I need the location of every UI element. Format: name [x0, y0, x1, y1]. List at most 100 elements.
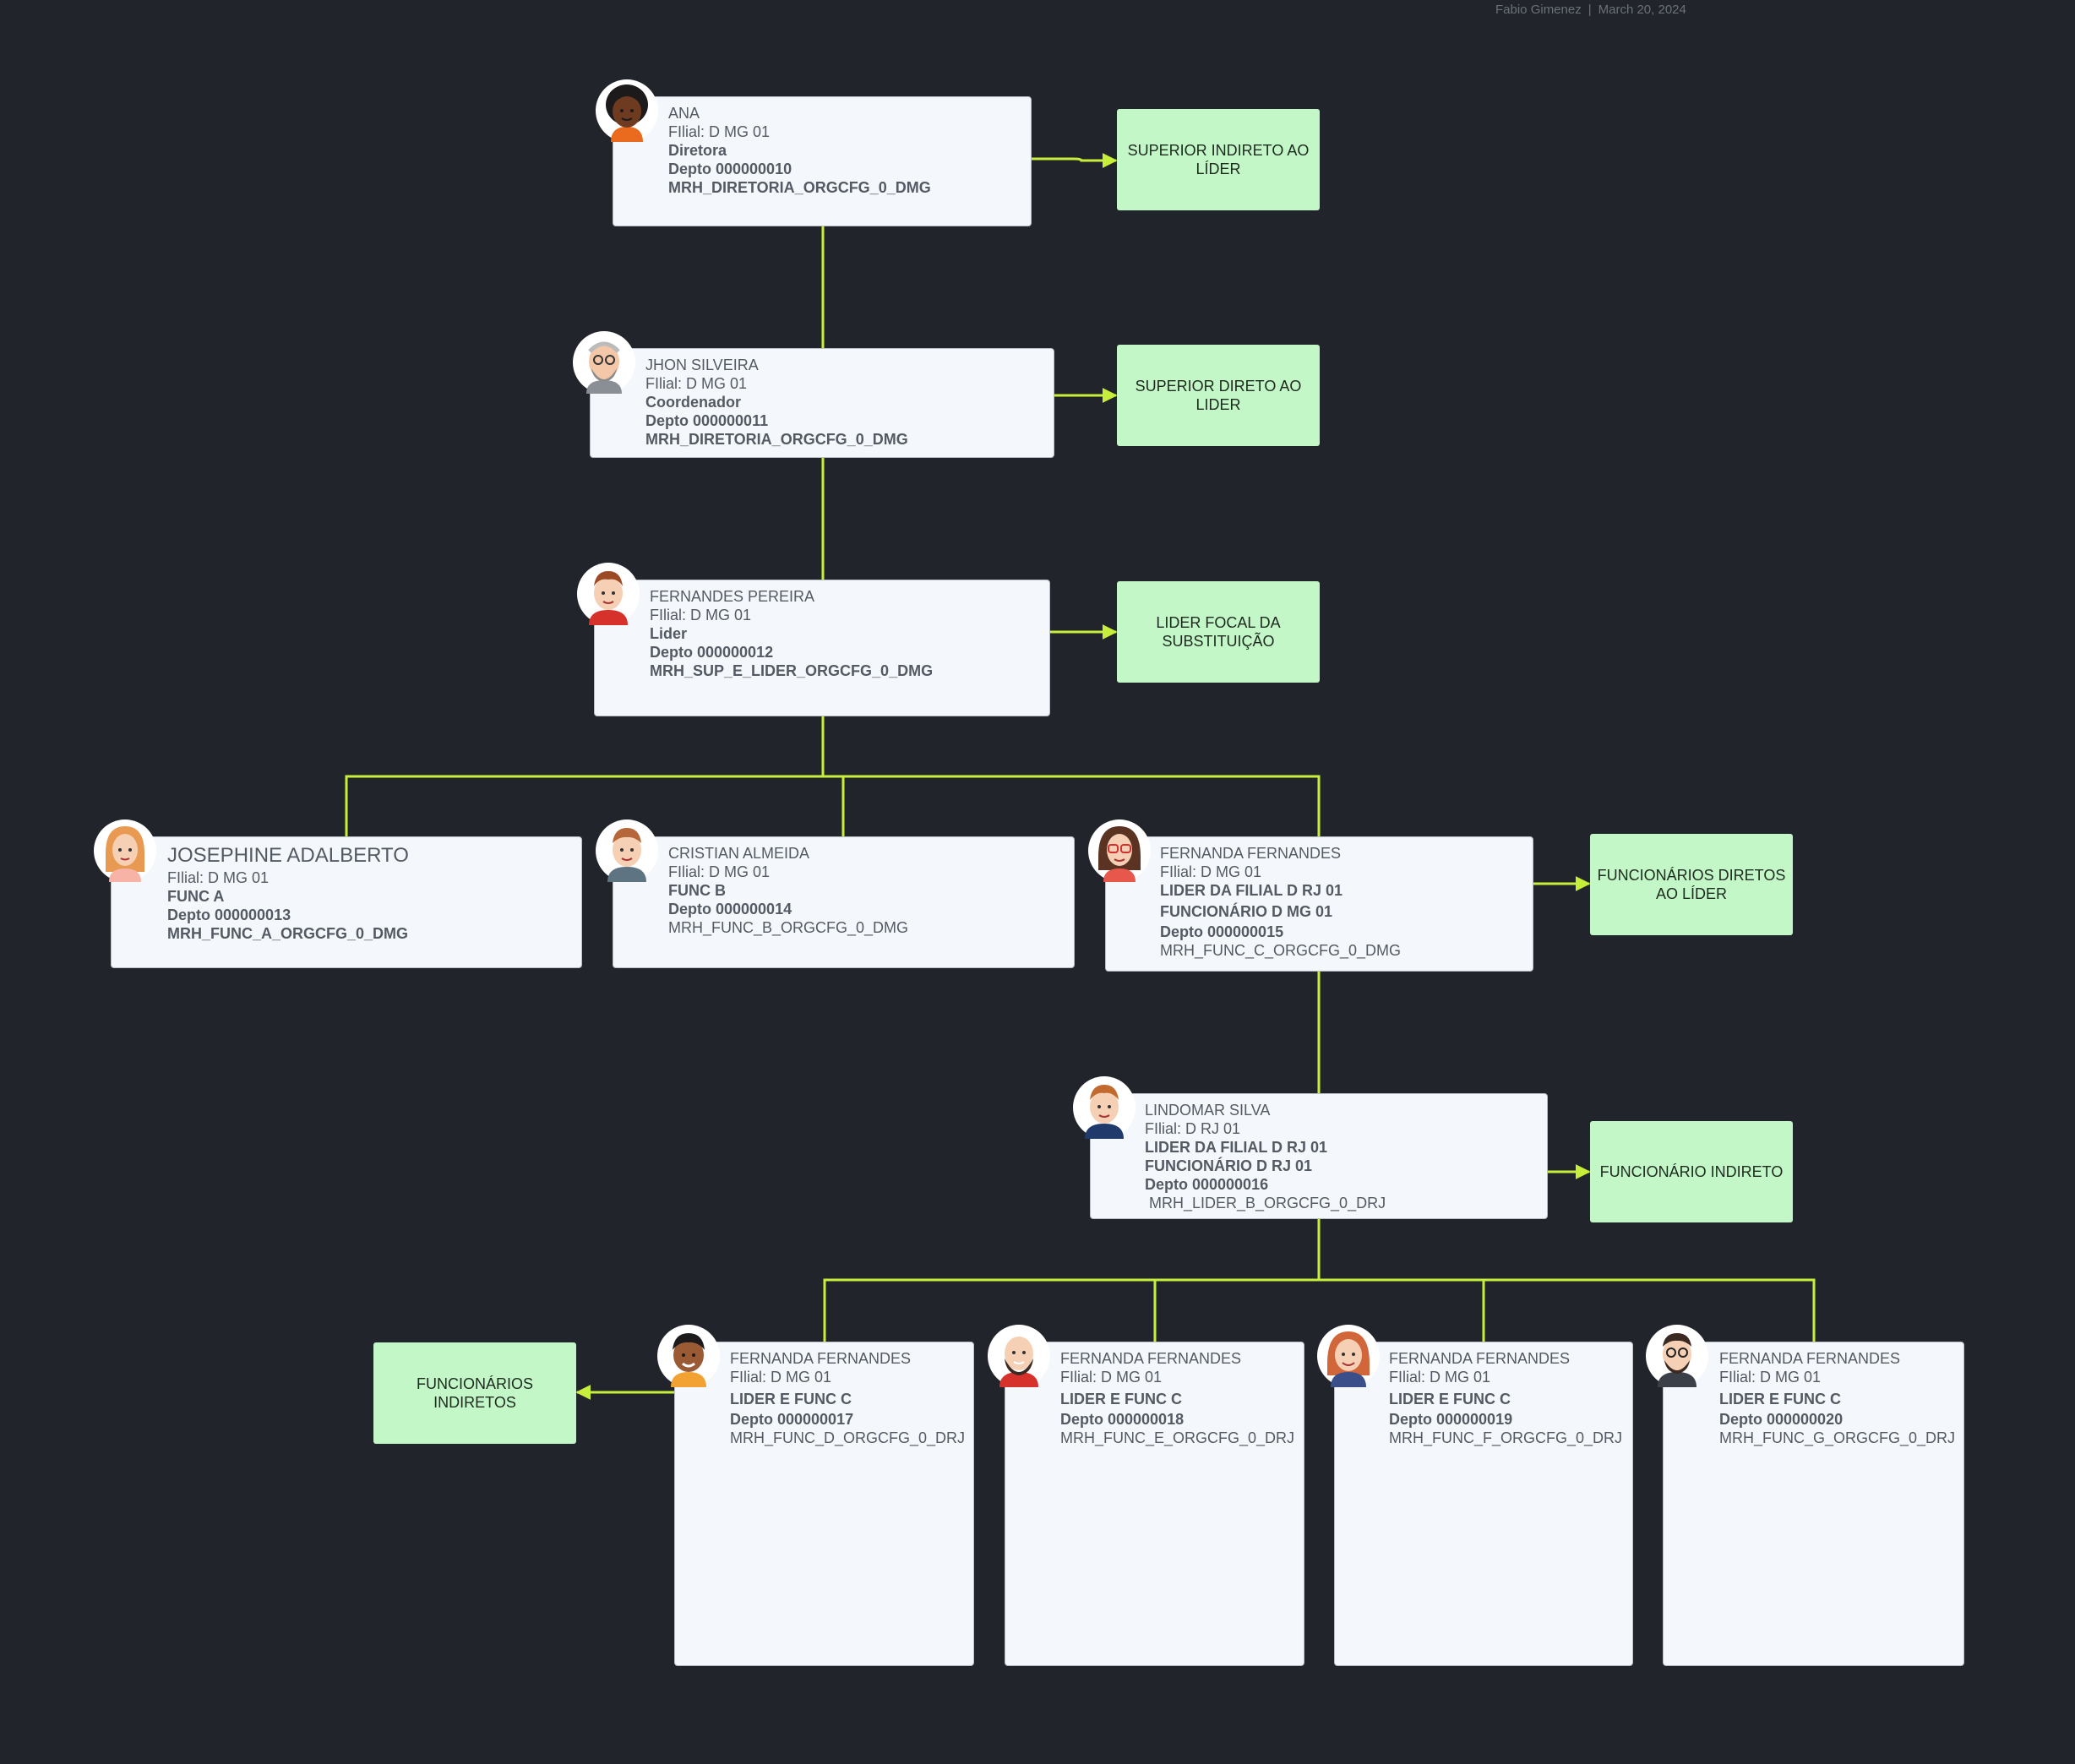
- card-jhon-silveira[interactable]: JHON SILVEIRA FIlial: D MG 01 Coordenado…: [590, 348, 1054, 458]
- avatar-josephine-adalberto: [94, 819, 156, 882]
- employee-role: LIDER E FUNC C: [730, 1391, 852, 1407]
- avatar-fernanda-fernandes-g: [1646, 1325, 1708, 1387]
- card-fernanda-fernandes-f[interactable]: FERNANDA FERNANDES FIlial: D MG 01 LIDER…: [1334, 1342, 1633, 1666]
- employee-depto: Depto 000000020: [1719, 1411, 1844, 1428]
- employee-name: FERNANDA FERNANDES: [1719, 1350, 1901, 1367]
- avatar-fernanda-fernandes-d: [657, 1325, 720, 1387]
- employee-name: ANA: [668, 105, 700, 122]
- employee-role: LIDER E FUNC C: [1719, 1391, 1841, 1407]
- note-lider-focal[interactable]: LIDER FOCAL DA SUBSTITUIÇÃO: [1117, 581, 1320, 683]
- employee-role: FUNC A: [167, 888, 225, 905]
- note-funcionarios-indiretos[interactable]: FUNCIONÁRIOS INDIRETOS: [373, 1342, 576, 1444]
- employee-orgcfg: MRH_FUNC_C_ORGCFG_0_DMG: [1160, 942, 1402, 959]
- employee-orgcfg: MRH_FUNC_F_ORGCFG_0_DRJ: [1389, 1429, 1623, 1446]
- connector-lindomar-team: [823, 1219, 1816, 1342]
- note-superior-direto[interactable]: SUPERIOR DIRETO AO LIDER: [1117, 345, 1320, 446]
- note-funcionario-indireto[interactable]: FUNCIONÁRIO INDIRETO: [1590, 1121, 1793, 1222]
- employee-role: Lider: [650, 625, 688, 642]
- document-date: March 20, 2024: [1598, 3, 1686, 17]
- employee-orgcfg: MRH_FUNC_G_ORGCFG_0_DRJ: [1719, 1429, 1956, 1446]
- employee-orgcfg: MRH_DIRETORIA_ORGCFG_0_DMG: [668, 179, 931, 196]
- employee-filial: FIlial: D MG 01: [645, 375, 748, 392]
- employee-depto: Depto 000000018: [1060, 1411, 1185, 1428]
- employee-orgcfg: MRH_LIDER_B_ORGCFG_0_DRJ: [1145, 1195, 1386, 1211]
- employee-filial: FIlial: D MG 01: [1719, 1369, 1822, 1386]
- card-fernanda-fernandes-c[interactable]: FERNANDA FERNANDES FIlial: D MG 01 LIDER…: [1105, 836, 1533, 972]
- card-fernanda-fernandes-e[interactable]: FERNANDA FERNANDES FIlial: D MG 01 LIDER…: [1005, 1342, 1304, 1666]
- card-cristian-almeida[interactable]: CRISTIAN ALMEIDA FIlial: D MG 01 FUNC B …: [613, 836, 1075, 968]
- card-fernanda-fernandes-g[interactable]: FERNANDA FERNANDES FIlial: D MG 01 LIDER…: [1663, 1342, 1964, 1666]
- card-ana[interactable]: ANA FIlial: D MG 01 Diretora Depto 00000…: [613, 96, 1032, 226]
- employee-role: Diretora: [668, 142, 727, 159]
- employee-name: JHON SILVEIRA: [645, 357, 759, 373]
- employee-filial: FIlial: D MG 01: [1389, 1369, 1491, 1386]
- employee-name: CRISTIAN ALMEIDA: [668, 845, 810, 862]
- employee-orgcfg: MRH_FUNC_A_ORGCFG_0_DMG: [167, 925, 409, 942]
- employee-role: LIDER E FUNC C: [1060, 1391, 1182, 1407]
- employee-depto: Depto 000000011: [645, 412, 769, 429]
- employee-depto: Depto 000000016: [1145, 1176, 1269, 1193]
- note-text: FUNCIONÁRIO INDIRETO: [1599, 1163, 1784, 1180]
- employee-role: FUNC B: [668, 882, 726, 899]
- note-text: FUNCIONÁRIOS DIRETOS AO LÍDER: [1597, 867, 1786, 902]
- note-text: SUPERIOR INDIRETO AO LÍDER: [1127, 142, 1310, 177]
- card-fernanda-fernandes-d[interactable]: FERNANDA FERNANDES FIlial: D MG 01 LIDER…: [674, 1342, 974, 1666]
- employee-filial: FIlial: D RJ 01: [1145, 1120, 1241, 1137]
- employee-filial: FIlial: D MG 01: [1060, 1369, 1163, 1386]
- employee-role-secondary: FUNCIONÁRIO D MG 01: [1160, 903, 1333, 920]
- employee-name: FERNANDA FERNANDES: [1060, 1350, 1242, 1367]
- connector-fernandes-team: [345, 716, 1321, 836]
- employee-role: LIDER DA FILIAL D RJ 01: [1145, 1139, 1328, 1156]
- employee-role: LIDER E FUNC C: [1389, 1391, 1511, 1407]
- avatar-lindomar-silva: [1073, 1076, 1136, 1139]
- avatar-fernanda-fernandes-c: [1088, 819, 1151, 882]
- employee-depto: Depto 000000014: [668, 901, 792, 917]
- employee-filial: FIlial: D MG 01: [1160, 863, 1262, 880]
- note-text: LIDER FOCAL DA SUBSTITUIÇÃO: [1156, 614, 1281, 650]
- employee-name: LINDOMAR SILVA: [1145, 1102, 1271, 1119]
- note-text: FUNCIONÁRIOS INDIRETOS: [416, 1375, 533, 1411]
- employee-depto: Depto 000000017: [730, 1411, 854, 1428]
- note-superior-indireto[interactable]: SUPERIOR INDIRETO AO LÍDER: [1117, 109, 1320, 210]
- employee-depto: Depto 000000010: [668, 161, 792, 177]
- employee-filial: FIlial: D MG 01: [668, 123, 771, 140]
- header-separator: |: [1588, 3, 1592, 17]
- card-josephine-adalberto[interactable]: JOSEPHINE ADALBERTO FIlial: D MG 01 FUNC…: [111, 836, 582, 968]
- employee-role-secondary: FUNCIONÁRIO D RJ 01: [1145, 1157, 1313, 1174]
- employee-role: LIDER DA FILIAL D RJ 01: [1160, 882, 1343, 899]
- author-name: Fabio Gimenez: [1495, 3, 1582, 17]
- employee-name: FERNANDA FERNANDES: [730, 1350, 912, 1367]
- employee-orgcfg: MRH_SUP_E_LIDER_ORGCFG_0_DMG: [650, 662, 934, 679]
- employee-filial: FIlial: D MG 01: [668, 863, 771, 880]
- employee-name: FERNANDES PEREIRA: [650, 588, 815, 605]
- employee-orgcfg: MRH_DIRETORIA_ORGCFG_0_DMG: [645, 431, 908, 448]
- card-fernandes-pereira[interactable]: FERNANDES PEREIRA FIlial: D MG 01 Lider …: [594, 580, 1050, 716]
- avatar-fernanda-fernandes-e: [988, 1325, 1050, 1387]
- employee-filial: FIlial: D MG 01: [730, 1369, 832, 1386]
- employee-filial: FIlial: D MG 01: [650, 607, 752, 623]
- avatar-cristian-almeida: [596, 819, 658, 882]
- employee-orgcfg: MRH_FUNC_B_ORGCFG_0_DMG: [668, 919, 909, 936]
- employee-depto: Depto 000000012: [650, 644, 774, 661]
- employee-name: FERNANDA FERNANDES: [1160, 845, 1342, 862]
- avatar-fernanda-fernandes-f: [1317, 1325, 1380, 1387]
- employee-depto: Depto 000000013: [167, 906, 291, 923]
- avatar-ana: [596, 79, 658, 142]
- employee-depto: Depto 000000019: [1389, 1411, 1513, 1428]
- employee-name: FERNANDA FERNANDES: [1389, 1350, 1571, 1367]
- employee-depto: Depto 000000015: [1160, 923, 1284, 940]
- avatar-jhon-silveira: [573, 331, 635, 394]
- document-header: Fabio Gimenez | March 20, 2024: [1495, 3, 1686, 17]
- note-funcionarios-diretos[interactable]: FUNCIONÁRIOS DIRETOS AO LÍDER: [1590, 834, 1793, 935]
- avatar-fernandes-pereira: [577, 563, 640, 625]
- employee-filial: FIlial: D MG 01: [167, 869, 270, 886]
- note-text: SUPERIOR DIRETO AO LIDER: [1135, 378, 1302, 413]
- arrow-ana-note: [1032, 153, 1118, 168]
- employee-name: JOSEPHINE ADALBERTO: [167, 844, 409, 867]
- card-lindomar-silva[interactable]: LINDOMAR SILVA FIlial: D RJ 01 LIDER DA …: [1090, 1093, 1548, 1219]
- employee-role: Coordenador: [645, 394, 742, 411]
- employee-orgcfg: MRH_FUNC_E_ORGCFG_0_DRJ: [1060, 1429, 1295, 1446]
- employee-orgcfg: MRH_FUNC_D_ORGCFG_0_DRJ: [730, 1429, 966, 1446]
